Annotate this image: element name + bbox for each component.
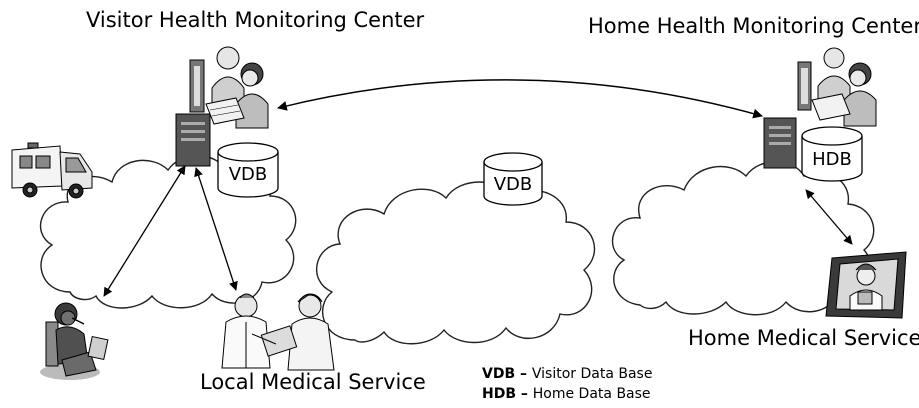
legend: VDB – Visitor Data Base HDB – Home Data … xyxy=(482,364,652,404)
home-service-label: Home Medical Service xyxy=(688,326,919,350)
visitor-middle-db-cylinder xyxy=(483,152,543,206)
visitor-workstation-icon xyxy=(175,46,269,167)
hdb-label: HDB xyxy=(812,149,852,170)
local-doctors-icon xyxy=(221,293,335,371)
home-workstation-icon xyxy=(763,47,877,169)
visitor-center-title: Visitor Health Monitoring Center xyxy=(86,8,425,32)
local-service-label: Local Medical Service xyxy=(200,370,426,394)
home-service-link-arrow xyxy=(805,189,853,245)
home-db-cylinder xyxy=(801,126,863,182)
vdb-label-local: VDB xyxy=(229,164,268,185)
local-service-link-arrow xyxy=(194,167,238,291)
legend-entry-hdb: HDB – Home Data Base xyxy=(482,386,651,402)
vdb-label-middle: VDB xyxy=(494,174,533,195)
home-nurse-icon xyxy=(825,251,907,319)
ambulance-icon xyxy=(11,142,93,199)
patient-link-arrow xyxy=(103,165,186,297)
home-center-title: Home Health Monitoring Center xyxy=(588,14,919,38)
patient-with-device-icon xyxy=(40,302,109,380)
middle-network-cloud xyxy=(315,181,596,345)
legend-entry-vdb: VDB – Visitor Data Base xyxy=(482,366,653,382)
center-link-arrow xyxy=(277,79,763,119)
